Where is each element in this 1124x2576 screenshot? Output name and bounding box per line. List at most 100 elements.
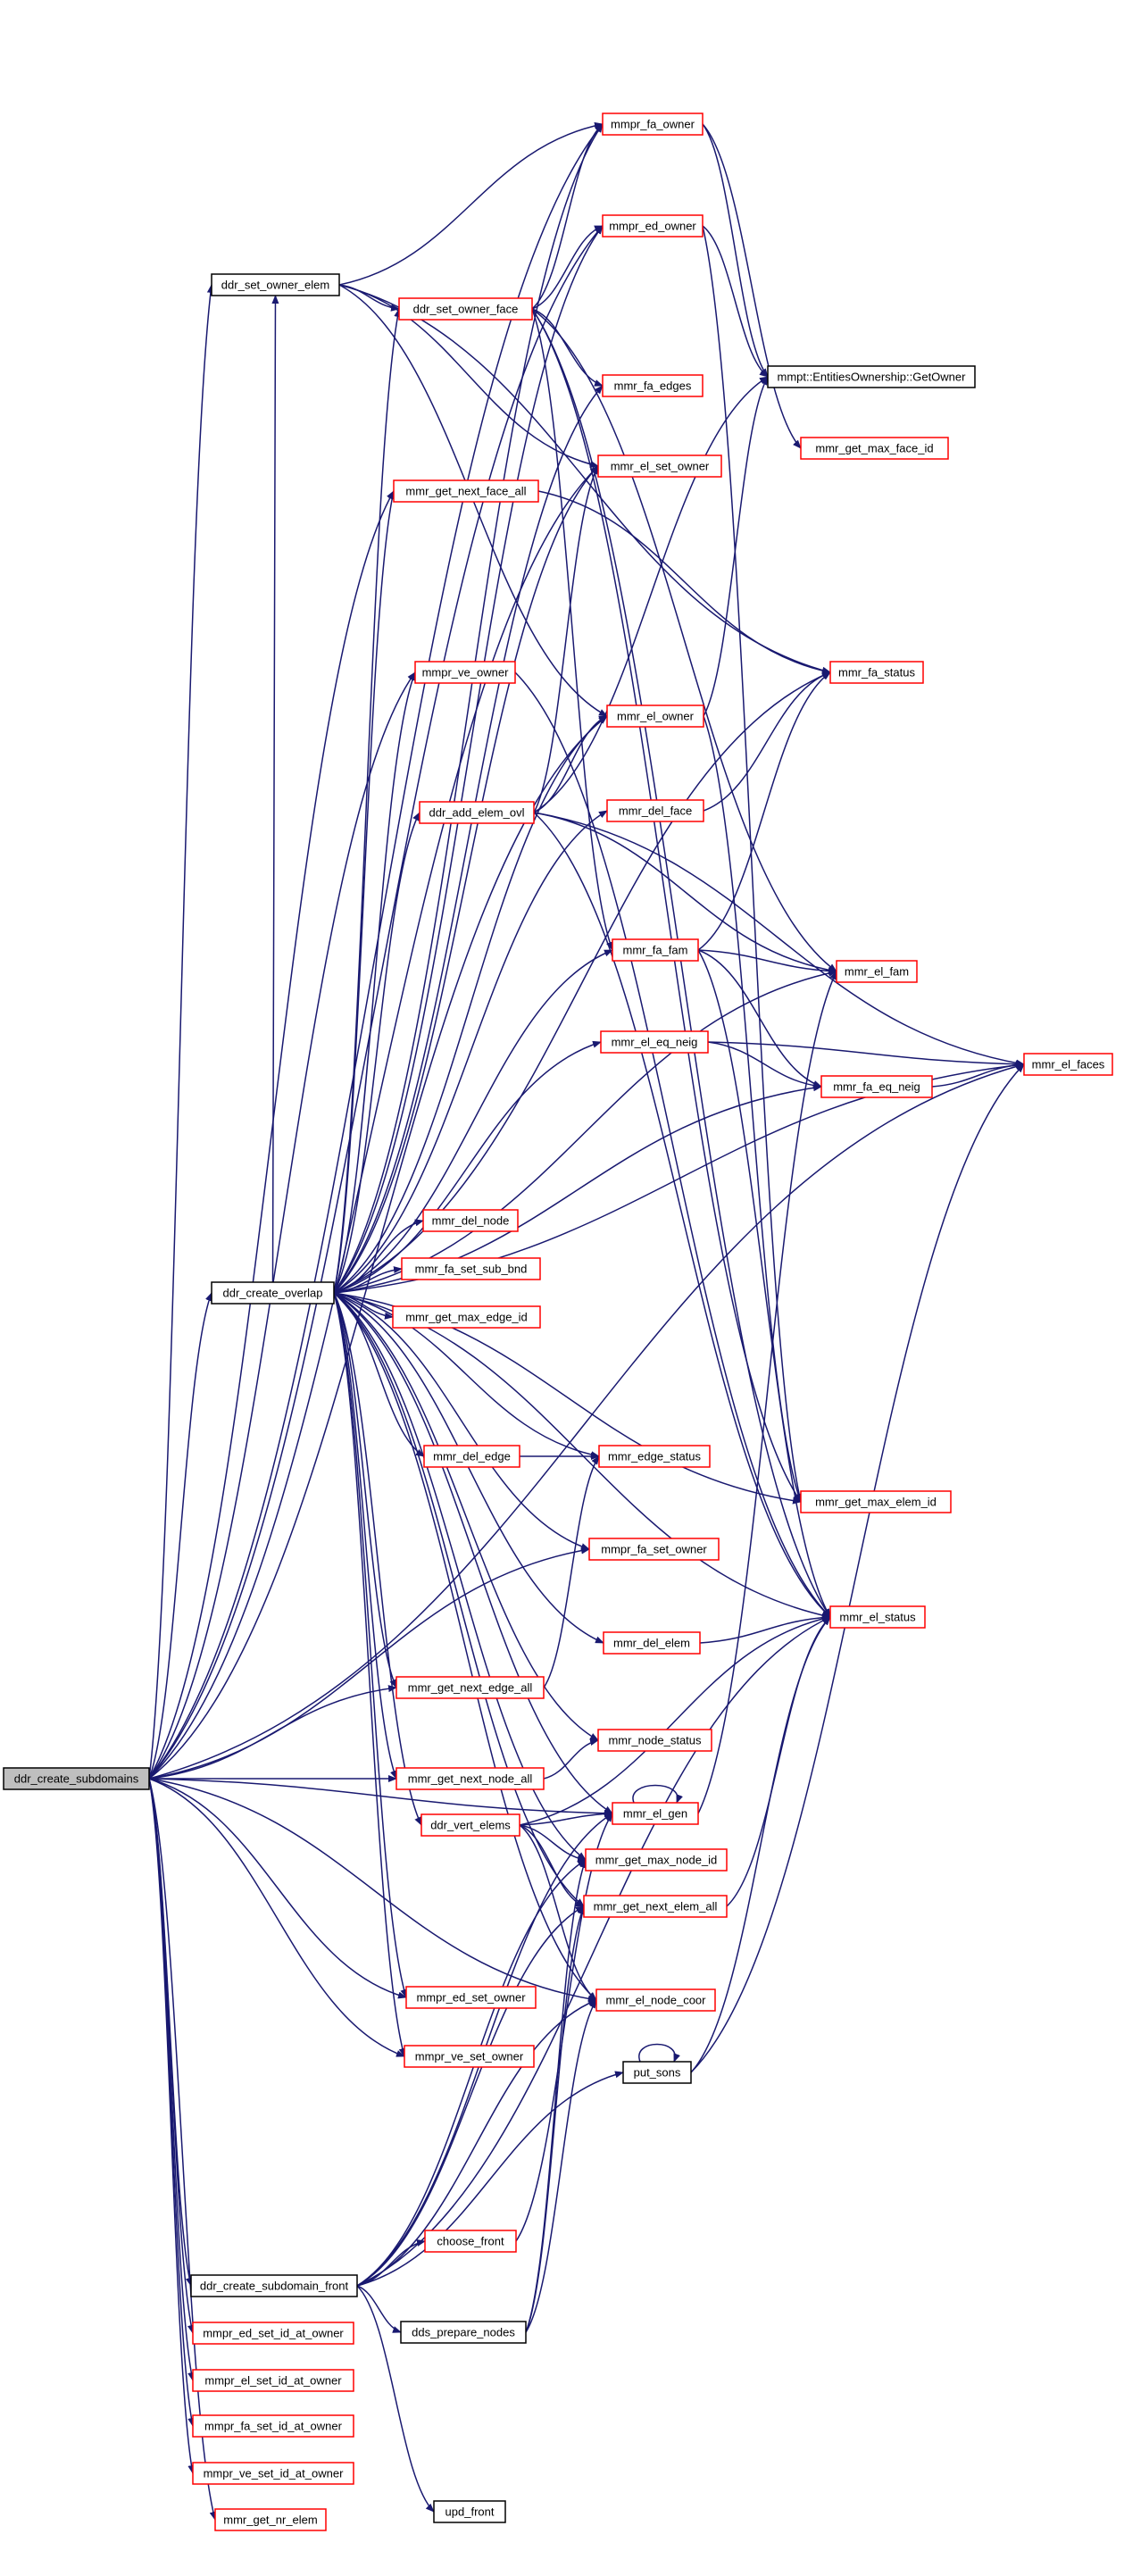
node-mmr_get_max_face_id[interactable]: mmr_get_max_face_id: [800, 437, 949, 460]
node-mmpr_ve_set_id_at_owner[interactable]: mmpr_ve_set_id_at_owner: [192, 2462, 354, 2485]
node-ddr_create_subdomains[interactable]: ddr_create_subdomains: [3, 1767, 150, 1790]
node-box-mmpr_ed_set_id_at_owner[interactable]: [192, 2322, 354, 2345]
node-box-mmr_get_next_face_all[interactable]: [393, 479, 539, 503]
node-box-ddr_set_owner_elem[interactable]: [211, 273, 340, 296]
node-mmpr_fa_set_id_at_owner[interactable]: mmpr_fa_set_id_at_owner: [192, 2414, 354, 2438]
node-box-mmpr_fa_owner[interactable]: [602, 113, 704, 136]
node-mmpr_ed_owner[interactable]: mmpr_ed_owner: [602, 214, 704, 238]
node-mmr_fa_set_sub_bnd[interactable]: mmr_fa_set_sub_bnd: [401, 1257, 541, 1280]
node-mmr_fa_edges[interactable]: mmr_fa_edges: [602, 374, 704, 397]
node-box-mmr_fa_status[interactable]: [829, 661, 924, 684]
node-box-mmr_get_max_edge_id[interactable]: [392, 1305, 541, 1329]
node-mmr_el_fam[interactable]: mmr_el_fam: [836, 960, 918, 983]
node-mmr_el_gen[interactable]: mmr_el_gen: [612, 1802, 699, 1825]
node-box-mmr_el_fam[interactable]: [836, 960, 918, 983]
node-upd_front[interactable]: upd_front: [433, 2500, 506, 2523]
node-mmr_get_next_edge_all[interactable]: mmr_get_next_edge_all: [395, 1676, 545, 1699]
node-box-mmr_get_nr_elem[interactable]: [214, 2508, 327, 2531]
node-box-mmr_get_next_edge_all[interactable]: [395, 1676, 545, 1699]
node-box-mmr_get_next_elem_all[interactable]: [583, 1895, 728, 1918]
node-mmpr_el_set_id_at_owner[interactable]: mmpr_el_set_id_at_owner: [192, 2369, 354, 2392]
node-mmr_del_elem[interactable]: mmr_del_elem: [603, 1631, 701, 1655]
node-box-mmr_el_faces[interactable]: [1023, 1053, 1113, 1076]
node-box-ddr_add_elem_ovl[interactable]: [419, 801, 535, 824]
node-mmpr_fa_set_owner[interactable]: mmpr_fa_set_owner: [588, 1538, 720, 1561]
node-mmr_el_node_coor[interactable]: mmr_el_node_coor: [595, 1988, 716, 2012]
node-box-mmr_get_max_elem_id[interactable]: [800, 1490, 952, 1513]
node-mmpr_ve_owner[interactable]: mmpr_ve_owner: [414, 661, 516, 684]
node-box-choose_front[interactable]: [424, 2230, 517, 2253]
node-mmr_el_eq_neig[interactable]: mmr_el_eq_neig: [600, 1030, 709, 1054]
node-box-mmr_el_set_owner[interactable]: [597, 454, 722, 478]
node-box-mmpr_fa_set_id_at_owner[interactable]: [192, 2414, 354, 2438]
node-box-ddr_vert_elems[interactable]: [420, 1813, 520, 1837]
node-box-upd_front[interactable]: [433, 2500, 506, 2523]
node-mmr_get_next_elem_all[interactable]: mmr_get_next_elem_all: [583, 1895, 728, 1918]
node-getowner[interactable]: mmpt::EntitiesOwnership::GetOwner: [767, 365, 976, 388]
node-mmr_el_set_owner[interactable]: mmr_el_set_owner: [597, 454, 722, 478]
node-box-mmr_el_gen[interactable]: [612, 1802, 699, 1825]
node-dds_prepare_nodes[interactable]: dds_prepare_nodes: [400, 2321, 527, 2344]
node-box-mmpr_el_set_id_at_owner[interactable]: [192, 2369, 354, 2392]
node-box-mmr_get_max_node_id[interactable]: [585, 1848, 728, 1872]
node-box-mmr_el_node_coor[interactable]: [595, 1988, 716, 2012]
node-box-mmpr_ve_set_owner[interactable]: [404, 2045, 535, 2068]
node-mmr_el_status[interactable]: mmr_el_status: [829, 1605, 926, 1629]
node-mmpr_fa_owner[interactable]: mmpr_fa_owner: [602, 113, 704, 136]
node-mmr_del_face[interactable]: mmr_del_face: [606, 799, 704, 822]
node-mmpr_ve_set_owner[interactable]: mmpr_ve_set_owner: [404, 2045, 535, 2068]
node-box-mmr_del_elem[interactable]: [603, 1631, 701, 1655]
node-mmr_get_max_elem_id[interactable]: mmr_get_max_elem_id: [800, 1490, 952, 1513]
node-mmr_edge_status[interactable]: mmr_edge_status: [598, 1445, 711, 1468]
node-box-mmpr_ed_owner[interactable]: [602, 214, 704, 238]
node-box-mmr_fa_eq_neig[interactable]: [820, 1075, 933, 1098]
node-box-mmr_edge_status[interactable]: [598, 1445, 711, 1468]
node-box-mmpr_fa_set_owner[interactable]: [588, 1538, 720, 1561]
node-box-mmpr_ve_set_id_at_owner[interactable]: [192, 2462, 354, 2485]
node-ddr_create_overlap[interactable]: ddr_create_overlap: [211, 1281, 335, 1305]
node-box-mmr_fa_fam[interactable]: [612, 938, 699, 962]
node-ddr_vert_elems[interactable]: ddr_vert_elems: [420, 1813, 520, 1837]
node-mmr_el_faces[interactable]: mmr_el_faces: [1023, 1053, 1113, 1076]
node-mmr_get_next_node_all[interactable]: mmr_get_next_node_all: [395, 1767, 545, 1790]
node-box-getowner[interactable]: [767, 365, 976, 388]
node-ddr_set_owner_elem[interactable]: ddr_set_owner_elem: [211, 273, 340, 296]
node-box-mmr_del_face[interactable]: [606, 799, 704, 822]
node-mmr_get_next_face_all[interactable]: mmr_get_next_face_all: [393, 479, 539, 503]
node-put_sons[interactable]: put_sons: [622, 2061, 692, 2084]
node-box-ddr_create_overlap[interactable]: [211, 1281, 335, 1305]
node-box-mmr_fa_edges[interactable]: [602, 374, 704, 397]
node-mmr_get_nr_elem[interactable]: mmr_get_nr_elem: [214, 2508, 327, 2531]
node-mmr_el_owner[interactable]: mmr_el_owner: [606, 704, 704, 728]
node-box-mmpr_ed_set_owner[interactable]: [405, 1986, 537, 2009]
node-mmr_del_node[interactable]: mmr_del_node: [422, 1209, 519, 1232]
node-box-mmr_get_max_face_id[interactable]: [800, 437, 949, 460]
node-mmr_fa_status[interactable]: mmr_fa_status: [829, 661, 924, 684]
node-mmr_fa_eq_neig[interactable]: mmr_fa_eq_neig: [820, 1075, 933, 1098]
node-mmr_del_edge[interactable]: mmr_del_edge: [423, 1445, 520, 1468]
node-box-mmr_el_status[interactable]: [829, 1605, 926, 1629]
node-mmpr_ed_set_owner[interactable]: mmpr_ed_set_owner: [405, 1986, 537, 2009]
node-box-mmr_get_next_node_all[interactable]: [395, 1767, 545, 1790]
node-mmpr_ed_set_id_at_owner[interactable]: mmpr_ed_set_id_at_owner: [192, 2322, 354, 2345]
node-box-put_sons[interactable]: [622, 2061, 692, 2084]
node-box-ddr_create_subdomain_front[interactable]: [190, 2274, 358, 2297]
node-mmr_get_max_edge_id[interactable]: mmr_get_max_edge_id: [392, 1305, 541, 1329]
node-ddr_add_elem_ovl[interactable]: ddr_add_elem_ovl: [419, 801, 535, 824]
node-ddr_set_owner_face[interactable]: ddr_set_owner_face: [398, 297, 533, 321]
node-mmr_node_status[interactable]: mmr_node_status: [597, 1729, 712, 1752]
node-box-mmr_el_owner[interactable]: [606, 704, 704, 728]
node-box-dds_prepare_nodes[interactable]: [400, 2321, 527, 2344]
node-mmr_fa_fam[interactable]: mmr_fa_fam: [612, 938, 699, 962]
node-box-mmr_del_node[interactable]: [422, 1209, 519, 1232]
node-box-mmr_fa_set_sub_bnd[interactable]: [401, 1257, 541, 1280]
node-box-mmr_del_edge[interactable]: [423, 1445, 520, 1468]
node-choose_front[interactable]: choose_front: [424, 2230, 517, 2253]
node-box-mmpr_ve_owner[interactable]: [414, 661, 516, 684]
node-box-mmr_node_status[interactable]: [597, 1729, 712, 1752]
node-box-mmr_el_eq_neig[interactable]: [600, 1030, 709, 1054]
node-box-ddr_set_owner_face[interactable]: [398, 297, 533, 321]
node-box-ddr_create_subdomains[interactable]: [3, 1767, 150, 1790]
node-mmr_get_max_node_id[interactable]: mmr_get_max_node_id: [585, 1848, 728, 1872]
node-ddr_create_subdomain_front[interactable]: ddr_create_subdomain_front: [190, 2274, 358, 2297]
